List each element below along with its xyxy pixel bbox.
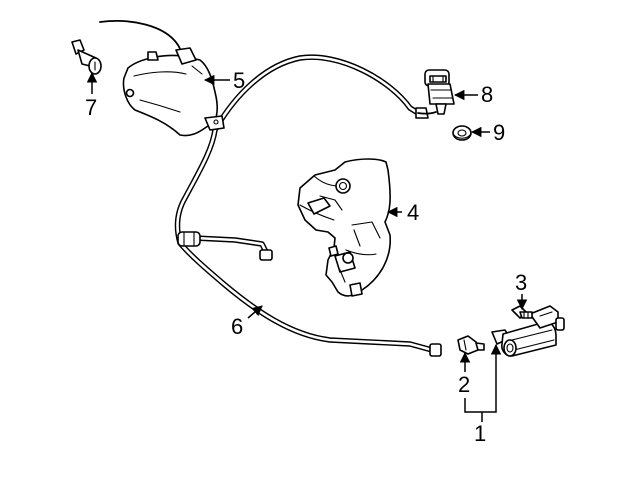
bolt-stud [71, 39, 102, 75]
callout-labels: 1 2 3 4 5 6 7 8 9 [85, 68, 527, 446]
leader-lines [86, 71, 528, 422]
callout-6: 6 [231, 314, 243, 339]
callout-4: 4 [407, 200, 419, 225]
washer-pump [417, 69, 455, 115]
callout-9: 9 [493, 120, 505, 145]
callout-1: 1 [474, 421, 486, 446]
callout-3: 3 [515, 270, 527, 295]
nozzle-connector [457, 335, 485, 355]
callout-8: 8 [481, 82, 493, 107]
headlamp-washer-nozzle [491, 305, 565, 357]
washer-hose [174, 54, 442, 357]
upper-reservoir [99, 20, 225, 137]
grommet [452, 125, 472, 141]
callout-5: 5 [233, 68, 245, 93]
washer-reservoir [297, 158, 391, 297]
callout-2: 2 [458, 372, 470, 397]
callout-7: 7 [85, 95, 97, 120]
